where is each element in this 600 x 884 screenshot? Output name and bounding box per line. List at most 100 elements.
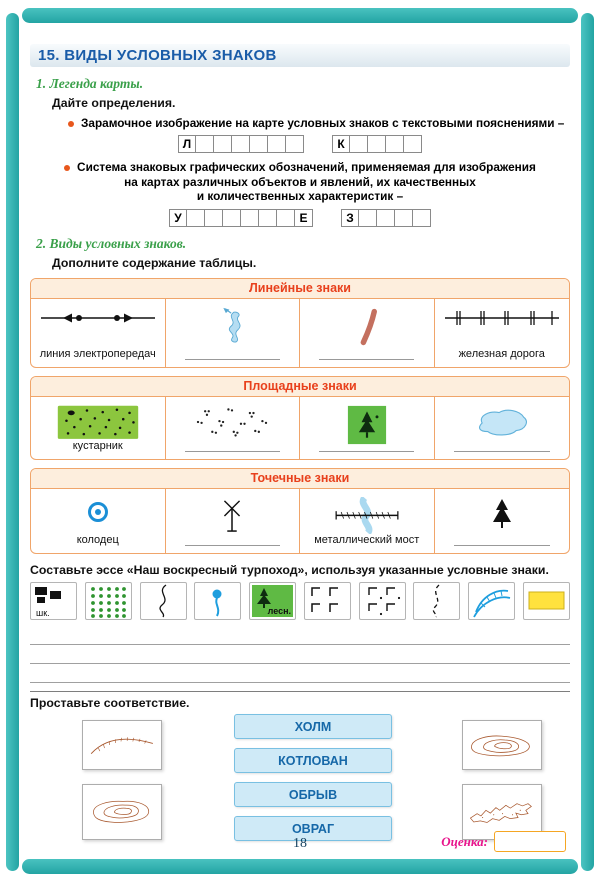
answer-blank[interactable] — [184, 451, 280, 453]
clearing-icon — [311, 587, 338, 613]
symbol-clearing — [303, 582, 351, 621]
section2-instruction: Дополните содержание таблицы. — [52, 256, 257, 271]
letter-cell[interactable]: Л — [178, 135, 196, 153]
answer-blank[interactable] — [453, 545, 550, 547]
area-signs-row: кустарник — [31, 397, 570, 460]
page-title: 15. ВИДЫ УСЛОВНЫХ ЗНАКОВ — [38, 47, 277, 64]
letter-cell[interactable] — [268, 135, 286, 153]
letter-cell[interactable] — [359, 209, 377, 228]
cell-embankment — [300, 299, 435, 368]
section1-instruction: Дайте определения. — [52, 96, 176, 110]
letter-cell[interactable]: З — [341, 209, 359, 228]
definition-2-line1: Система знаковых графических обозначений… — [77, 160, 536, 174]
sign-label: колодец — [76, 533, 119, 546]
option-basin-button[interactable]: КОТЛОВАН — [234, 748, 392, 774]
matching-zone: ХОЛМ КОТЛОВАН ОБРЫВ ОВРАГ — [30, 712, 570, 842]
option-hill-button[interactable]: ХОЛМ — [234, 714, 392, 740]
letter-cell[interactable] — [250, 135, 268, 153]
writing-line[interactable] — [30, 664, 570, 684]
well-icon — [87, 502, 108, 523]
score-input-box[interactable] — [494, 831, 566, 852]
sketch-contours[interactable] — [82, 784, 162, 841]
letter-cell[interactable] — [241, 209, 259, 228]
answer-row-1: Л К — [30, 135, 570, 153]
answer-blank[interactable] — [319, 451, 415, 453]
answer-blank[interactable] — [184, 545, 280, 547]
cell-spruce — [435, 489, 570, 553]
letter-cell[interactable] — [377, 209, 395, 228]
matching-left-column — [82, 712, 164, 841]
bullet-icon — [68, 120, 74, 127]
orchard-icon — [90, 587, 126, 619]
letter-cell[interactable] — [214, 135, 232, 153]
frame-bottom-bar — [22, 859, 578, 874]
letter-cell[interactable] — [196, 135, 214, 153]
river-icon — [223, 308, 241, 343]
section-divider — [30, 691, 570, 693]
letter-cell[interactable] — [187, 209, 205, 228]
linear-signs-table: Линейные знаки линия электропередач — [30, 278, 570, 369]
letter-cell[interactable] — [223, 209, 241, 228]
score-row: Оценка: — [441, 831, 566, 852]
answer-word-3: У Е — [169, 209, 313, 228]
definition-2: Система знаковых графических обозначений… — [30, 160, 570, 204]
forest-icon — [347, 406, 386, 445]
symbol-trail — [413, 582, 461, 621]
matching-options: ХОЛМ КОТЛОВАН ОБРЫВ ОВРАГ — [234, 712, 392, 842]
cell-power-line: линия электропередач — [31, 299, 166, 368]
writing-line[interactable] — [30, 645, 570, 665]
cell-river — [166, 299, 300, 368]
sign-label: кустарник — [72, 439, 123, 452]
sketch-hill[interactable] — [462, 720, 542, 771]
definition-1-text: Зарамочное изображение на карте условных… — [81, 116, 565, 130]
answer-blank[interactable] — [453, 451, 550, 453]
metal-bridge-icon — [335, 497, 399, 534]
sketch-cliff[interactable] — [82, 720, 162, 771]
spruce-icon — [492, 499, 511, 529]
letter-cell[interactable]: К — [332, 135, 350, 153]
point-signs-header: Точечные знаки — [31, 469, 569, 490]
page-header: 15. ВИДЫ УСЛОВНЫХ ЗНАКОВ — [30, 44, 570, 67]
letter-cell[interactable]: У — [169, 209, 187, 228]
cell-shrubs: кустарник — [31, 397, 166, 460]
letter-cell[interactable] — [395, 209, 413, 228]
letter-cell[interactable] — [350, 135, 368, 153]
linear-signs-header: Линейные знаки — [31, 279, 569, 300]
cell-lake — [435, 397, 570, 459]
letter-cell[interactable] — [259, 209, 277, 228]
option-ravine-button[interactable]: ОВРАГ — [234, 816, 392, 842]
letter-cell[interactable] — [404, 135, 422, 153]
symbol-spring — [194, 582, 242, 621]
letter-cell[interactable] — [368, 135, 386, 153]
letter-cell[interactable] — [386, 135, 404, 153]
frame-top-bar — [22, 8, 578, 23]
cliff-sketch — [90, 737, 153, 755]
school-icon — [35, 587, 61, 604]
symbol-clearing-dots — [358, 582, 406, 621]
answer-word-4: З — [341, 209, 431, 228]
cell-sand — [166, 397, 300, 460]
symbol-rapids — [468, 582, 516, 621]
letter-cell[interactable] — [277, 209, 295, 228]
letter-cell[interactable] — [205, 209, 223, 228]
answer-row-2: У Е З — [30, 209, 570, 228]
field-icon — [528, 591, 565, 610]
stream-icon — [158, 584, 166, 618]
cell-well: колодец — [31, 489, 166, 554]
definition-1: Зарамочное изображение на карте условных… — [68, 116, 570, 130]
symbol-school: шк. — [30, 582, 77, 621]
letter-cell[interactable] — [232, 135, 250, 153]
sketch-ravine[interactable] — [462, 784, 542, 841]
power-line-icon — [40, 313, 155, 323]
shrubs-icon — [57, 405, 138, 440]
option-cliff-button[interactable]: ОБРЫВ — [234, 782, 392, 808]
letter-cell[interactable] — [286, 135, 304, 153]
hill-sketch — [471, 735, 530, 757]
letter-cell[interactable]: Е — [295, 209, 313, 228]
letter-cell[interactable] — [413, 209, 431, 228]
answer-blank[interactable] — [319, 359, 415, 361]
cell-windmill — [166, 489, 300, 554]
writing-line[interactable] — [30, 626, 570, 646]
answer-blank[interactable] — [184, 359, 280, 361]
cell-metal-bridge: металлический мост — [300, 489, 435, 554]
